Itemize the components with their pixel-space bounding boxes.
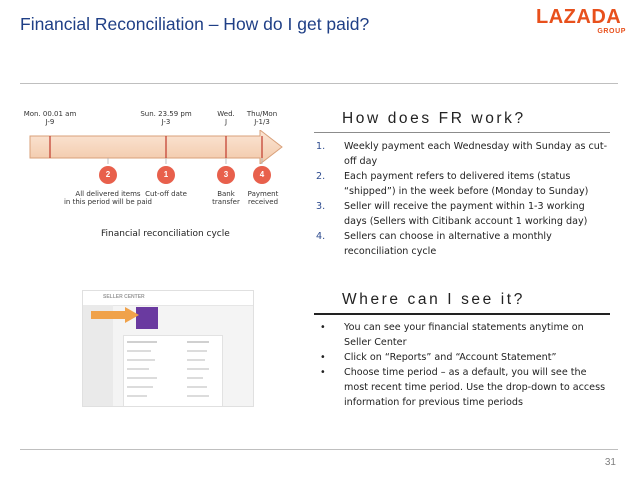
list-item: 1.Weekly payment each Wednesday with Sun… [316,141,608,167]
screenshot-sidebar [83,305,113,406]
fr-steps-list: 1.Weekly payment each Wednesday with Sun… [316,139,608,259]
list-item: •Choose time period – as a default, you … [320,367,606,408]
seller-center-screenshot: SELLER CENTER [82,290,254,407]
page-number: 31 [604,457,616,468]
screenshot-panel [123,335,223,406]
screenshot-table-lines [127,341,209,397]
list-item: 3.Seller will receive the payment within… [316,201,588,227]
step-number-2: 2 [105,170,111,179]
step-label-1: Cut-off date [145,190,187,198]
step-circle-1 [157,166,175,184]
timeline-marker-wed: Wed. J [217,110,235,126]
step-number-4: 4 [259,170,265,179]
where-list: •You can see your financial statements a… [316,320,608,410]
list-item: 4.Sellers can choose in alternative a mo… [316,231,552,257]
section-heading-where: Where can I see it? [342,291,525,308]
step-circle-2 [99,166,117,184]
top-divider [20,83,618,84]
list-item: •Click on “Reports” and “Account Stateme… [320,352,557,363]
step-label-4: Payment received [247,190,279,206]
screenshot-topbar [83,291,253,306]
bottom-divider [20,449,618,450]
step-label-3: Bank transfer [212,190,240,206]
screenshot-highlight [136,307,158,329]
step-number-3: 3 [223,170,229,179]
heading-rule-where [314,313,610,315]
section-heading-how: How does FR work? [342,110,526,127]
pointer-arrow-icon [91,307,139,323]
step-circle-4 [253,166,271,184]
screenshot-brand: SELLER CENTER [103,294,145,300]
timeline-marker-payday: Thu/Mon J-1/3 [246,110,278,126]
step-label-2: All delivered items in this period will … [63,190,152,206]
heading-rule-how [314,132,610,133]
list-item: 2.Each payment refers to delivered items… [316,171,589,197]
timeline-diagram: Mon. 00.01 am J-9 Sun. 23.59 pm J-3 Wed.… [24,104,290,219]
page-title: Financial Reconciliation – How do I get … [20,14,370,34]
logo-subtext: GROUP [597,28,626,35]
step-circle-3 [217,166,235,184]
list-item: •You can see your financial statements a… [320,322,584,348]
timeline-marker-start: Mon. 00.01 am J-9 [23,110,77,126]
lazada-logo: LAZADA GROUP [536,6,628,42]
timeline-arrow-icon [29,130,283,164]
logo-text: LAZADA [536,6,622,28]
timeline-marker-cutoff: Sun. 23.59 pm J-3 [140,110,192,126]
step-number-1: 1 [163,170,169,179]
timeline-steps [99,166,271,184]
timeline-caption: Financial reconciliation cycle [101,229,230,239]
